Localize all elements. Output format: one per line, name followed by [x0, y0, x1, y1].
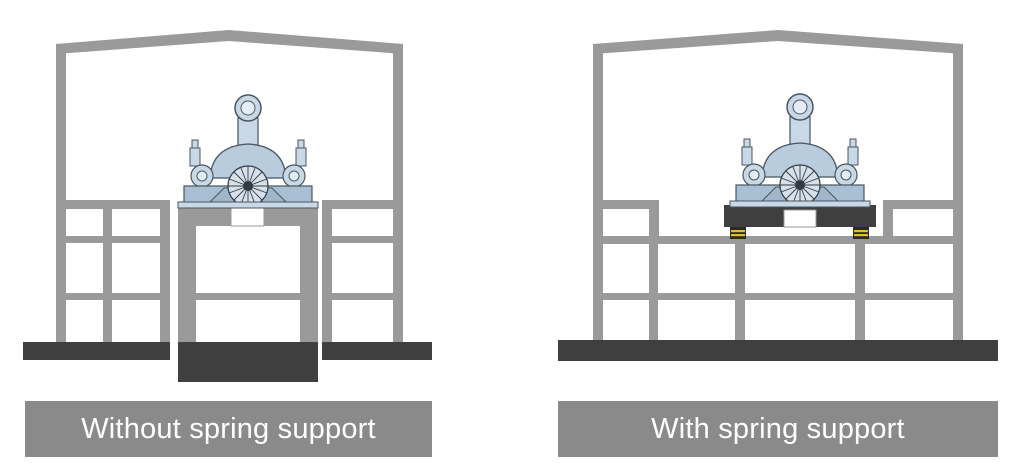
foundation [23, 342, 432, 382]
turbine-icon [729, 93, 871, 208]
building-frame [56, 30, 403, 342]
spring-isolator-icon [730, 227, 746, 239]
panel-with-spring [558, 30, 998, 361]
spring-isolator-icon [853, 227, 869, 239]
turbine-icon [177, 94, 319, 209]
building-frame [593, 30, 963, 342]
foundation [558, 340, 998, 361]
caption-with-spring-support: With spring support [558, 401, 998, 457]
panel-without-spring [23, 30, 432, 382]
caption-without-spring-support: Without spring support [25, 401, 432, 457]
